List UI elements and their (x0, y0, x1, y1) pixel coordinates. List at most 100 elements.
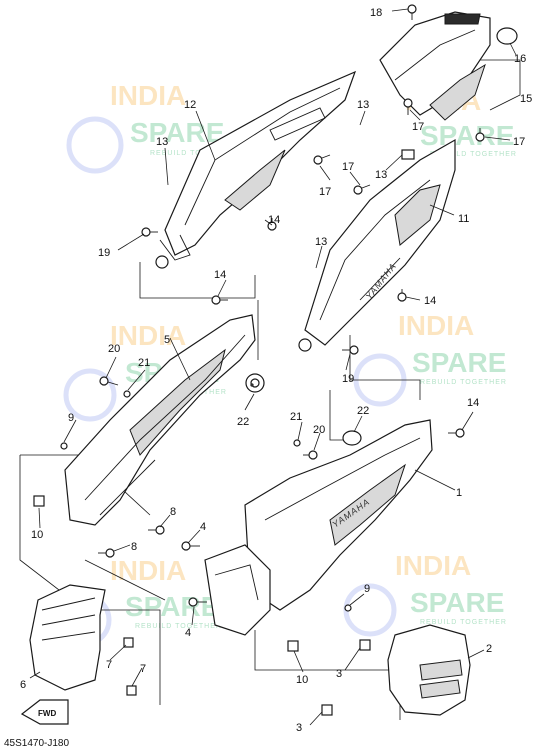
screw-icon (181, 541, 200, 551)
washer-icon (123, 390, 131, 398)
callout-number: 7 (140, 663, 146, 675)
callout-number: 17 (342, 161, 354, 173)
callout-number: 18 (370, 7, 382, 19)
screw-icon (313, 154, 331, 165)
screw-icon (188, 597, 207, 607)
screw-icon (303, 450, 318, 460)
clip-nut-icon (401, 149, 415, 160)
screw-icon (60, 442, 68, 450)
callout-number: 12 (184, 99, 196, 111)
screw-icon (344, 604, 352, 612)
callout-number: 14 (268, 214, 280, 226)
callout-number: 13 (375, 169, 387, 181)
screw-icon (342, 345, 359, 355)
watermark-logo-icon (66, 116, 124, 174)
callout-number: 17 (319, 186, 331, 198)
watermark-top: INDIA SPARE REBUILD TOGETHER (66, 80, 237, 174)
callout-number: 1 (456, 487, 462, 499)
watermark-word-1: INDIA (110, 80, 186, 111)
guide-line (349, 335, 421, 400)
watermark-word-1: INDIA (398, 310, 474, 341)
screw-icon (475, 128, 485, 142)
watermark-tagline: REBUILD TOGETHER (420, 619, 507, 626)
grommet-center-icon (250, 383, 254, 387)
watermark-bottom-right: INDIA SPARE REBUILD TOGETHER (343, 550, 507, 637)
watermark-word-1: INDIA (395, 550, 471, 581)
screw-icon (353, 184, 371, 195)
watermark-word-2: SPARE (130, 117, 224, 148)
watermark-logo-icon (63, 368, 117, 422)
watermark-word-2: SPARE (410, 587, 504, 618)
callout-number: 4 (200, 521, 206, 533)
callout-number: 11 (458, 213, 469, 225)
watermark-tagline: REBUILD TOGETHER (430, 151, 517, 158)
watermark-tagline: REBUILD TOGETHER (150, 150, 237, 157)
callout-number: 3 (336, 668, 342, 680)
watermark-word-1: INDIA (110, 555, 186, 586)
screw-icon (98, 548, 115, 558)
clip-nut-icon (321, 704, 333, 716)
part-2-cover-lower-right (387, 624, 471, 716)
callout-number: 21 (290, 411, 302, 423)
callout-number: 13 (315, 236, 327, 248)
forward-direction-arrow-icon: FWD (20, 699, 69, 725)
part-12-side-cover-upper-left (155, 70, 357, 269)
clip-nut-icon (287, 640, 299, 652)
clip-nut-icon (33, 495, 45, 507)
callout-number: 13 (156, 136, 168, 148)
callout-number: 15 (520, 93, 532, 105)
clip-nut-icon (359, 639, 371, 651)
callout-number: 14 (467, 397, 479, 409)
callout-number: 13 (357, 99, 369, 111)
callout-number: 4 (185, 627, 191, 639)
callout-labels: 18 16 15 12 13 13 13 13 17 17 17 17 14 1… (20, 7, 532, 734)
screw-icon (448, 428, 465, 438)
callout-number: 17 (412, 121, 424, 133)
callout-number: 8 (131, 541, 137, 553)
part-1-side-cover-right-main: YAMAHA (204, 419, 433, 636)
callout-number: 22 (237, 416, 249, 428)
callout-number: 10 (296, 674, 308, 686)
watermark-word-2: SPARE (420, 120, 514, 151)
callout-number: 6 (20, 679, 26, 691)
screw-icon (148, 525, 165, 535)
guide-line (139, 262, 256, 299)
callout-number: 19 (98, 247, 110, 259)
watermark-tagline: REBUILD TOGETHER (420, 379, 507, 386)
tail-cowl (379, 11, 518, 160)
screw-icon (267, 218, 277, 231)
callout-number: 2 (486, 643, 492, 655)
callout-number: 9 (68, 412, 74, 424)
callout-number: 10 (31, 529, 43, 541)
callout-number: 20 (313, 424, 325, 436)
callout-number: 17 (513, 136, 525, 148)
callout-number: 9 (364, 583, 370, 595)
screw-icon (397, 289, 407, 302)
guide-line (445, 59, 521, 111)
callout-number: 21 (138, 357, 150, 369)
guide-line (84, 559, 166, 601)
part-5-panel-left-frame (64, 314, 265, 526)
watermark-word-1: INDIA (110, 320, 186, 351)
screw-icon (403, 98, 413, 115)
callout-number: 22 (357, 405, 369, 417)
callout-number: 7 (106, 659, 112, 671)
washer-icon (293, 439, 301, 447)
fwd-label: FWD (38, 709, 56, 718)
callout-number: 3 (296, 722, 302, 734)
callout-number: 20 (108, 343, 120, 355)
screw-icon (211, 295, 228, 305)
callout-number: 19 (342, 373, 354, 385)
rubber-cap-icon (496, 27, 518, 45)
clip-nut-icon (126, 685, 137, 696)
grommet-icon (342, 430, 362, 446)
watermark-middle-right: INDIA SPARE REBUILD TOGETHER (353, 310, 507, 407)
callout-number: 16 (514, 53, 526, 65)
diagram-reference-code: 45S1470-J180 (4, 738, 69, 749)
part-6-cover-lower-left (29, 584, 106, 691)
callout-number: 14 (214, 269, 226, 281)
watermark-word-2: SPARE (125, 591, 219, 622)
callout-number: 8 (170, 506, 176, 518)
